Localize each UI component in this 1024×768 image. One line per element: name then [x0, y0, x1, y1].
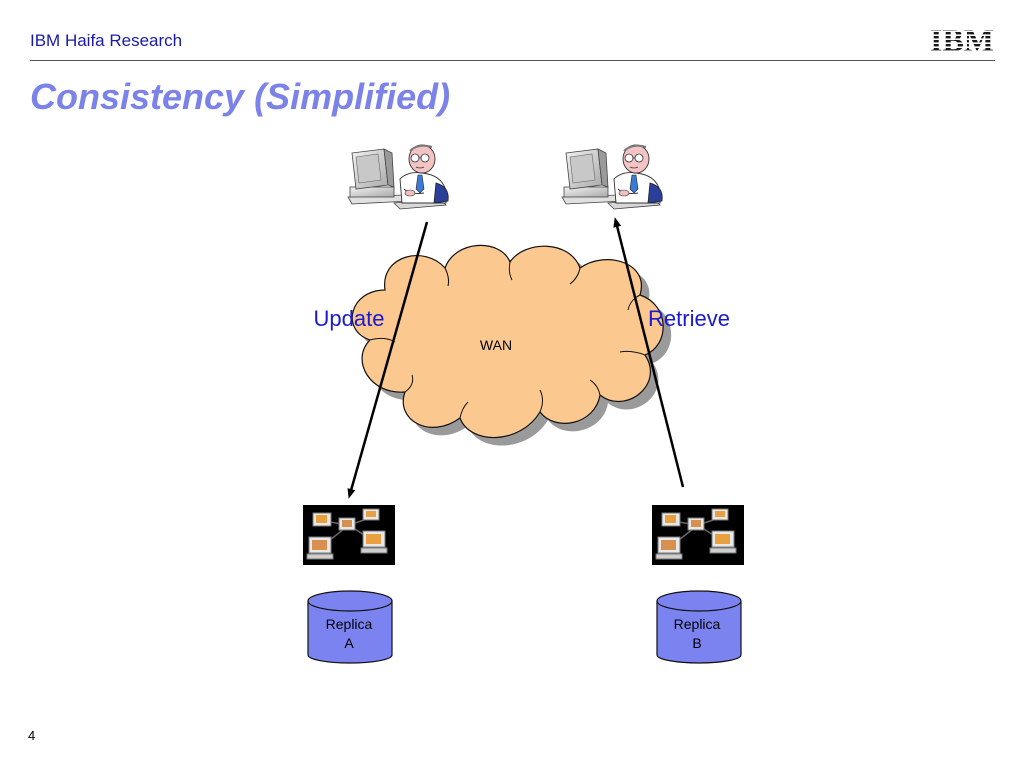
header-divider	[30, 60, 995, 61]
client-user-right-icon	[561, 144, 664, 210]
update-label: Update	[314, 306, 385, 331]
client-user-left-icon	[347, 144, 450, 210]
retrieve-arrow	[613, 217, 685, 488]
ibm-logo: IBM	[930, 24, 994, 54]
update-arrow	[347, 221, 429, 499]
wan-label: WAN	[480, 337, 512, 353]
slide-title: Consistency (Simplified)	[30, 76, 451, 117]
server-cluster-a-icon	[303, 505, 395, 565]
replica-b-label-line1: Replica	[674, 616, 721, 632]
server-cluster-b-icon	[652, 505, 744, 565]
replica-b-database: Replica B	[656, 590, 742, 664]
replica-a-database: Replica A	[307, 590, 393, 664]
replica-a-label-line2: A	[344, 635, 354, 651]
wan-cloud	[351, 244, 672, 446]
replica-a-label-line1: Replica	[326, 616, 373, 632]
replica-b-label-line2: B	[692, 635, 701, 651]
svg-text:IBM: IBM	[930, 24, 994, 54]
page-number: 4	[28, 728, 36, 743]
retrieve-label: Retrieve	[648, 306, 730, 331]
header-title: IBM Haifa Research	[30, 31, 183, 50]
